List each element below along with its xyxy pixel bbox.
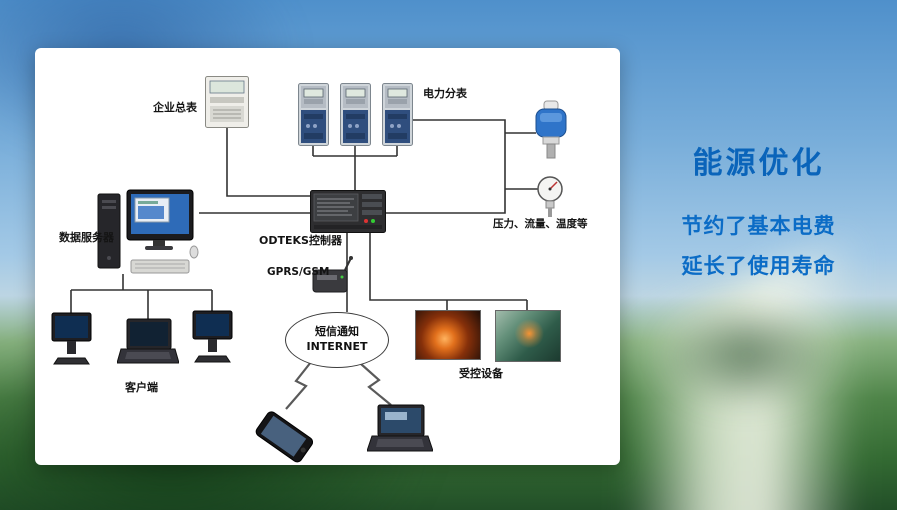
headline-line2: 延长了使用寿命	[681, 254, 836, 278]
client-laptop-icon	[117, 318, 179, 364]
laptop-icon	[367, 404, 433, 452]
furnace-photo	[415, 310, 481, 360]
gauge-icon	[537, 176, 563, 217]
submeter-icon	[382, 83, 413, 146]
client-monitor-icon	[192, 310, 233, 363]
label-controlled-equipment: 受控设备	[459, 367, 503, 380]
smartphone-icon	[253, 409, 319, 468]
label-data-server: 数据服务器	[59, 231, 114, 244]
server-computer-icon	[97, 189, 199, 274]
label-clients: 客户端	[125, 381, 158, 394]
enterprise-meter-icon	[205, 76, 249, 128]
pressure-sensor-icon	[535, 100, 567, 159]
label-sensors: 压力、流量、温度等	[493, 218, 588, 230]
submeter-icon	[298, 83, 329, 146]
label-enterprise-meter: 企业总表	[153, 101, 197, 114]
internet-cloud: 短信通知 INTERNET	[285, 312, 389, 368]
submeter-icon	[340, 83, 371, 146]
internet-cloud-line1: 短信通知	[315, 325, 359, 339]
diagram-panel: 短信通知 INTERNET 企业总表 电力分表 压力、流量、温度等 ODTEKS…	[35, 48, 620, 465]
controller-device-icon	[310, 190, 386, 233]
machine-photo	[495, 310, 561, 362]
client-monitor-icon	[51, 312, 92, 365]
internet-cloud-line2: INTERNET	[306, 340, 368, 353]
label-gprs: GPRS/GSM	[267, 266, 330, 278]
label-power-submeters: 电力分表	[423, 87, 467, 100]
headline-line1: 节约了基本电费	[681, 214, 836, 238]
label-controller: ODTEKS控制器	[259, 234, 342, 247]
gprs-modem-icon	[312, 256, 353, 293]
background-bush	[657, 300, 837, 410]
lightning-bolts	[285, 361, 392, 410]
connector-lines	[70, 119, 538, 410]
headline-title: 能源优化	[692, 146, 825, 181]
